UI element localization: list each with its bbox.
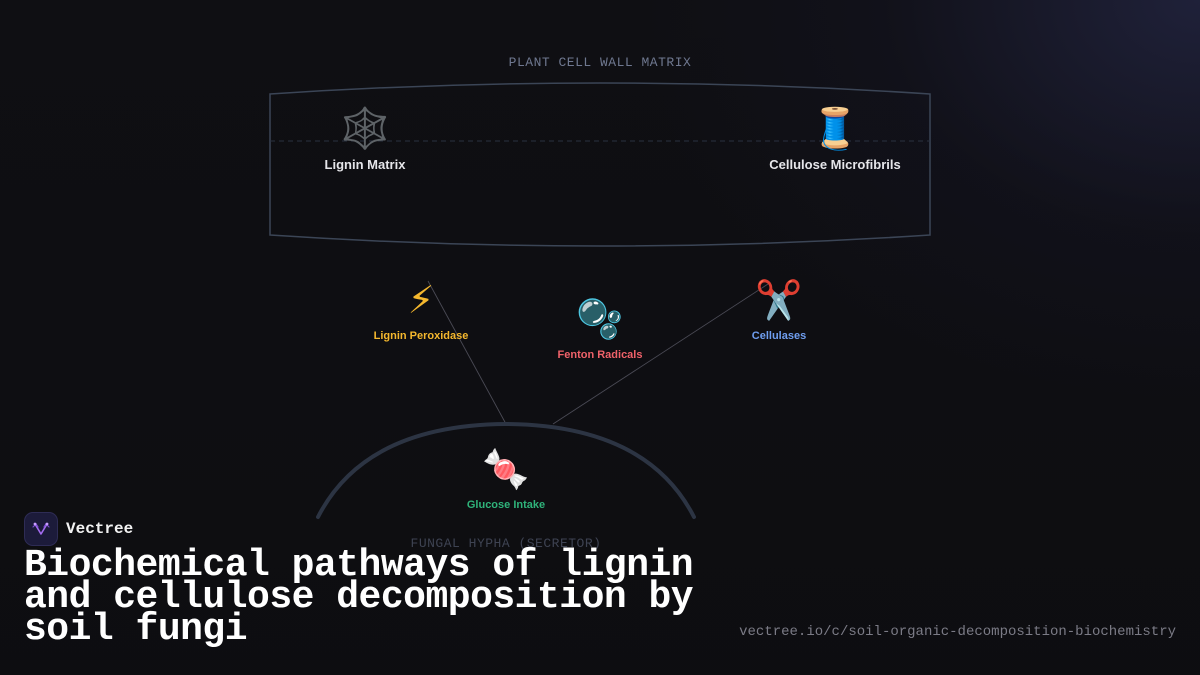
node-lignin-peroxidase[interactable]: ⚡ Lignin Peroxidase	[374, 280, 469, 342]
node-cellulose-microfibrils[interactable]: 🧵 Cellulose Microfibrils	[769, 105, 900, 172]
spider-web-icon: 🕸️	[340, 105, 390, 151]
brand[interactable]: Vectree	[24, 512, 133, 546]
cell-wall-boundary	[269, 82, 931, 247]
pathway-line-cellulases	[552, 283, 769, 425]
page-title: Biochemical pathways of lignin and cellu…	[24, 544, 694, 651]
cell-wall-label: PLANT CELL WALL MATRIX	[509, 55, 692, 70]
thread-spool-icon: 🧵	[810, 105, 860, 152]
hypha-label: FUNGAL HYPHA (SECRETOR)	[411, 536, 602, 551]
page-url[interactable]: vectree.io/c/soil-organic-decomposition-…	[739, 624, 1176, 640]
fenton-radicals-label: Fenton Radicals	[558, 349, 643, 361]
node-lignin-matrix[interactable]: 🕸️ Lignin Matrix	[325, 105, 407, 172]
pathway-line-peroxidase	[427, 280, 507, 425]
cellulases-label: Cellulases	[752, 330, 806, 342]
node-glucose-intake[interactable]: 🍬 Glucose Intake	[467, 447, 545, 511]
brand-name: Vectree	[66, 520, 134, 538]
lightning-icon: ⚡	[408, 280, 435, 322]
node-fenton-radicals[interactable]: 🫧 Fenton Radicals	[558, 297, 643, 361]
lignin-peroxidase-label: Lignin Peroxidase	[374, 330, 469, 342]
cellulose-label: Cellulose Microfibrils	[769, 157, 900, 172]
lignin-matrix-label: Lignin Matrix	[325, 157, 407, 172]
candy-icon: 🍬	[482, 447, 529, 491]
scissors-icon: ✂️	[755, 277, 802, 322]
bubbles-icon: 🫧	[576, 297, 623, 341]
node-cellulases[interactable]: ✂️ Cellulases	[752, 277, 806, 342]
vectree-logo-icon	[24, 512, 58, 546]
glucose-intake-label: Glucose Intake	[467, 499, 545, 511]
fungal-hypha-boundary	[316, 421, 696, 519]
